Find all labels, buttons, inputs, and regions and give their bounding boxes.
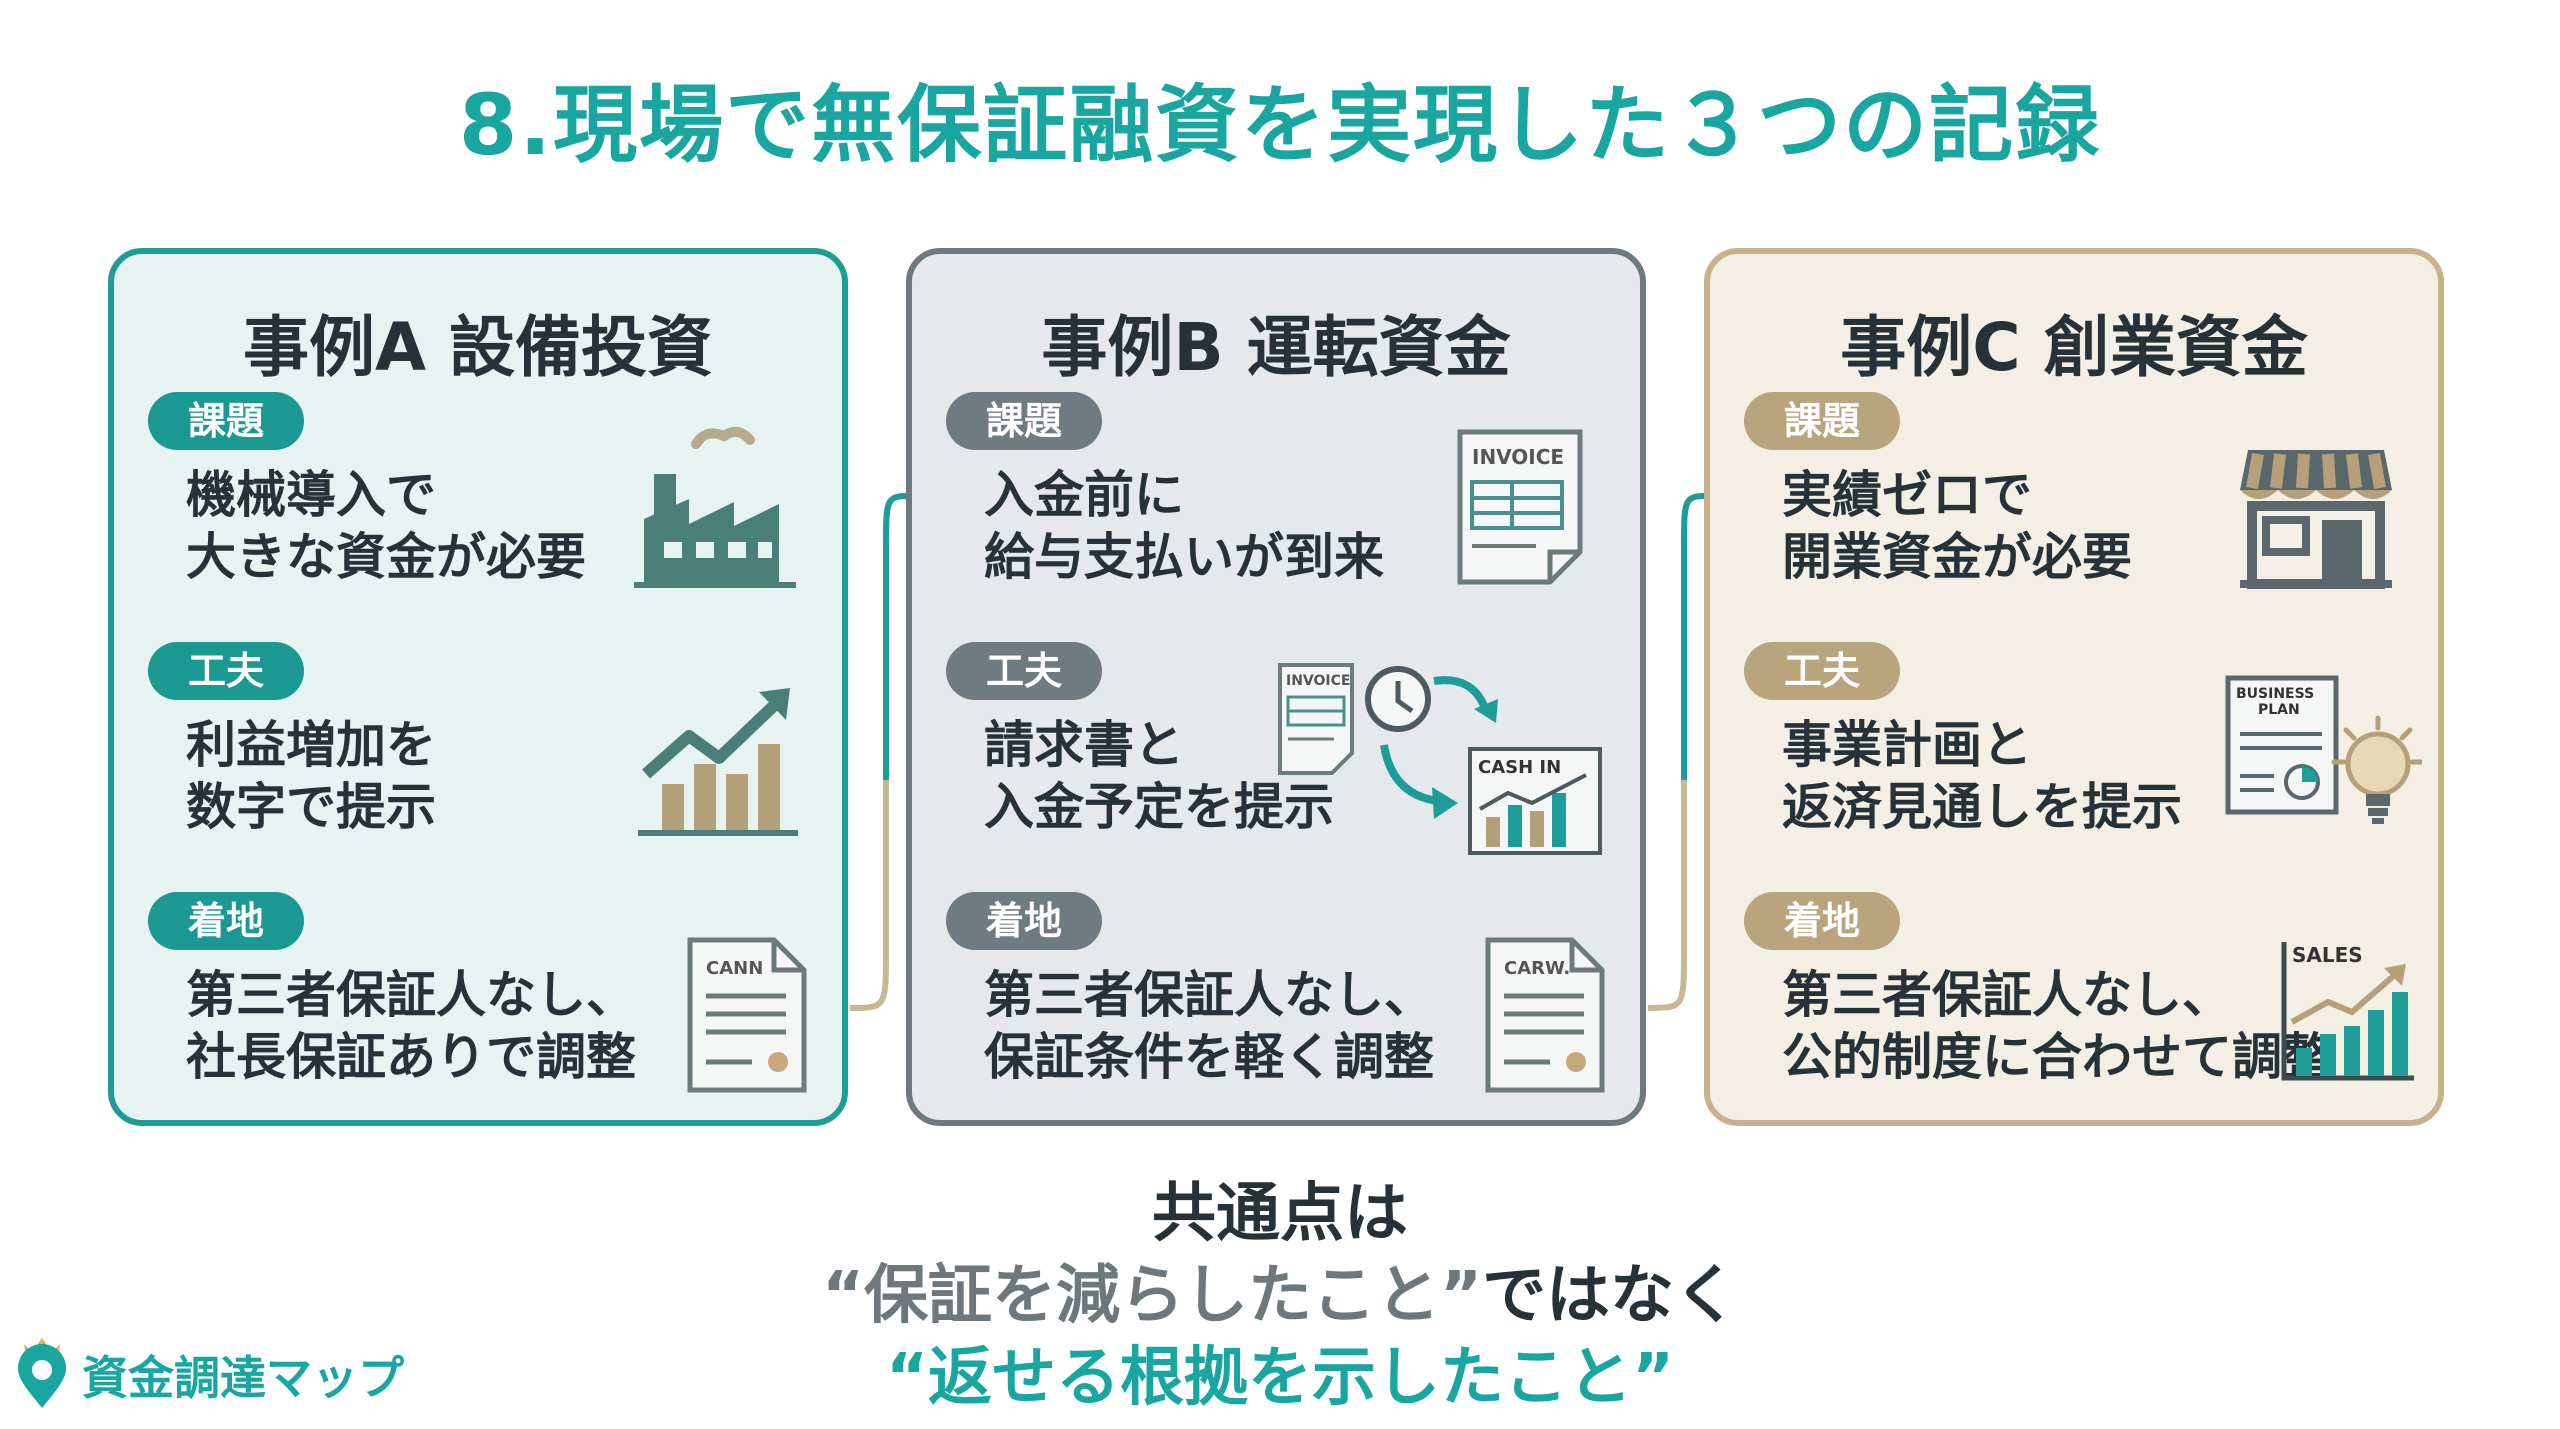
brand-name: 資金調達マップ <box>82 1351 404 1405</box>
contract-label: CARW. <box>1504 958 1570 979</box>
business-plan-icon: BUSINESS PLAN <box>2225 675 2422 824</box>
issue-line-1: 入金前に <box>984 466 1184 524</box>
result-badge: 着地 <box>148 892 305 950</box>
connector-b-c <box>1647 493 1707 1011</box>
summary-line-1: 共通点は <box>1152 1177 1408 1251</box>
issue-line-2: 大きな資金が必要 <box>186 528 586 586</box>
invoice-to-cash-icon: INVOICE CASH IN <box>1278 663 1602 855</box>
factory-icon <box>634 426 796 588</box>
case-title: 事例B 運転資金 <box>1041 309 1511 386</box>
result-line-1: 第三者保証人なし、 <box>186 966 636 1024</box>
result-line-2: 保証条件を軽く調整 <box>984 1028 1434 1086</box>
case-card-b: 事例B 運転資金 課題 入金前に 給与支払いが到来 工夫 請求書と 入金予定を提… <box>906 248 1646 1126</box>
approach-line-1: 事業計画と <box>1782 716 2032 774</box>
approach-line-2: 返済見通しを提示 <box>1782 778 2182 836</box>
issue-badge: 課題 <box>1744 392 1901 450</box>
summary-line-2-rest: ではなく <box>1482 1259 1739 1333</box>
map-pin-crown-icon <box>18 1338 66 1408</box>
issue-badge: 課題 <box>148 392 305 450</box>
approach-badge: 工夫 <box>946 642 1103 700</box>
approach-badge: 工夫 <box>1744 642 1901 700</box>
page-title: 8.現場で無保証融資を実現した３つの記録 <box>458 76 2102 174</box>
result-line-2: 公的制度に合わせて調整 <box>1782 1028 2332 1086</box>
issue-line-2: 給与支払いが到来 <box>984 528 1384 586</box>
case-title: 事例C 創業資金 <box>1840 309 2308 386</box>
result-badge: 着地 <box>1744 892 1901 950</box>
summary-line-2: “保証を減らしたこと”ではなく <box>0 1244 2560 1336</box>
cash-in-label: CASH IN <box>1478 757 1561 778</box>
small-invoice-label: INVOICE <box>1286 673 1350 689</box>
contract-label: CANN <box>706 958 763 979</box>
contract-icon: CARW. <box>1485 937 1605 1093</box>
summary-quoted-phrase: “保証を減らしたこと” <box>821 1259 1483 1333</box>
case-card-c: 事例C 創業資金 課題 実績ゼロで 開業資金が必要 工夫 事業計画と 返済見通し… <box>1704 248 2444 1126</box>
issue-badge: 課題 <box>946 392 1103 450</box>
result-line-1: 第三者保証人なし、 <box>1782 966 2232 1024</box>
case-title: 事例A 設備投資 <box>242 309 714 386</box>
result-line-1: 第三者保証人なし、 <box>984 966 1434 1024</box>
approach-line-2: 数字で提示 <box>186 778 436 836</box>
contract-icon: CANN <box>687 937 807 1093</box>
approach-badge: 工夫 <box>148 642 305 700</box>
store-icon <box>2240 450 2392 589</box>
sales-label: SALES <box>2292 943 2363 967</box>
invoice-label: INVOICE <box>1472 445 1564 469</box>
approach-line-1: 請求書と <box>984 716 1184 774</box>
result-badge: 着地 <box>946 892 1103 950</box>
sales-chart-icon: SALES <box>2281 942 2414 1081</box>
brand-logo: 資金調達マップ <box>10 1330 430 1410</box>
summary-line-3: “返せる根拠を示したこと” <box>885 1341 1675 1415</box>
issue-line-2: 開業資金が必要 <box>1782 528 2132 586</box>
case-card-a: 事例A 設備投資 課題 機械導入で 大きな資金が必要 工夫 利益増加を 数字で提… <box>108 248 848 1126</box>
issue-line-1: 実績ゼロで <box>1782 466 2032 524</box>
invoice-icon: INVOICE <box>1457 429 1583 585</box>
issue-line-1: 機械導入で <box>186 466 436 524</box>
plan-label-2: PLAN <box>2258 702 2300 718</box>
approach-line-2: 入金予定を提示 <box>984 778 1334 836</box>
approach-line-1: 利益増加を <box>186 716 436 774</box>
growth-chart-icon <box>638 688 798 836</box>
connector-a-b <box>849 493 909 1011</box>
plan-label-1: BUSINESS <box>2236 686 2314 702</box>
result-line-2: 社長保証ありで調整 <box>186 1028 636 1086</box>
